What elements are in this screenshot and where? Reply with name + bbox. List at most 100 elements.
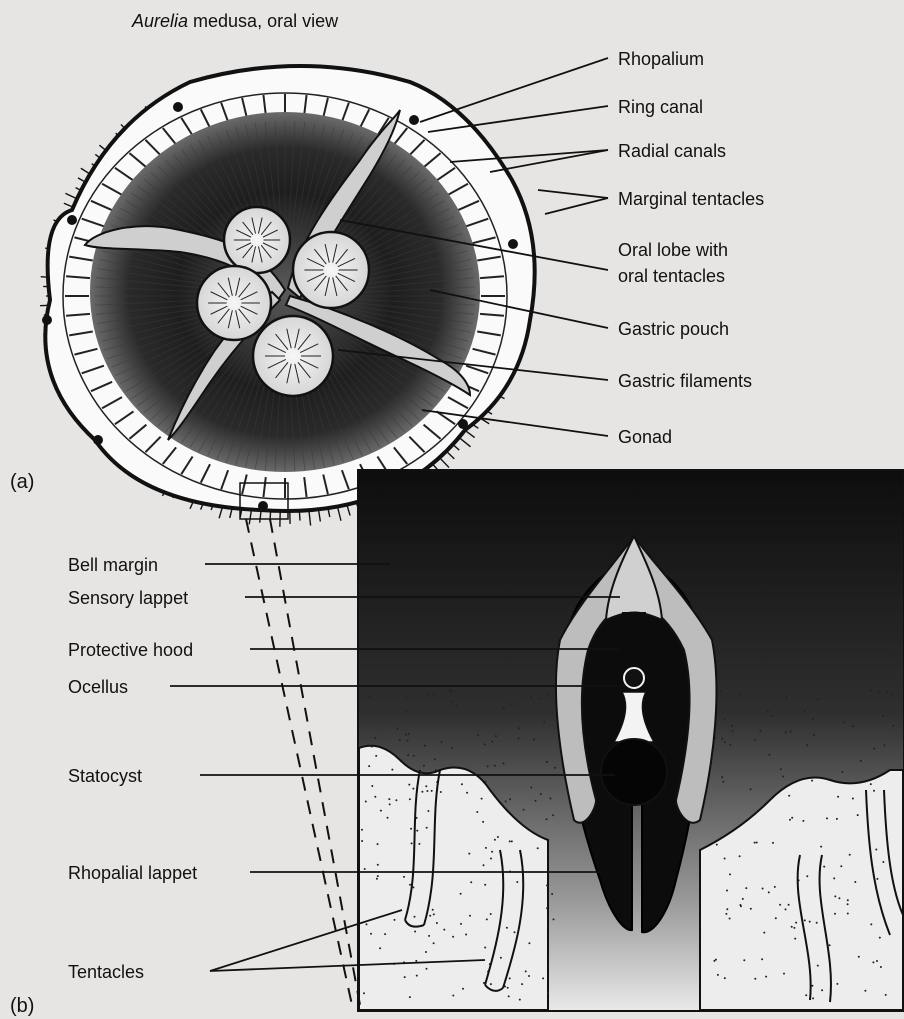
stipple-dot [754, 978, 756, 980]
stipple-dot [533, 738, 535, 740]
stipple-dot [503, 707, 505, 709]
stipple-dot [729, 873, 731, 875]
stipple-dot [754, 739, 756, 741]
stipple-dot [500, 957, 502, 959]
stipple-dot [416, 830, 418, 832]
stipple-dot [491, 851, 493, 853]
stipple-dot [761, 958, 763, 960]
stipple-dot [511, 703, 513, 705]
stipple-dot [424, 745, 426, 747]
stipple-dot [443, 929, 445, 931]
stipple-dot [847, 903, 849, 905]
stipple-dot [525, 970, 527, 972]
stipple-dot [511, 840, 513, 842]
stipple-dot [791, 926, 793, 928]
stipple-dot [528, 975, 530, 977]
stipple-dot [476, 811, 478, 813]
stipple-dot [405, 734, 407, 736]
stipple-dot [739, 694, 741, 696]
label-ocellus: Ocellus [68, 677, 128, 697]
stipple-dot [514, 931, 516, 933]
stipple-dot [494, 839, 496, 841]
stipple-dot [538, 698, 540, 700]
stipple-dot [782, 776, 784, 778]
stipple-dot [876, 960, 878, 962]
stipple-dot [364, 868, 366, 870]
stipple-dot [788, 904, 790, 906]
stipple-dot [739, 855, 741, 857]
stipple-dot [485, 847, 487, 849]
rhopalium-detail [358, 470, 904, 1011]
stipple-dot [724, 977, 726, 979]
stipple-dot [433, 913, 435, 915]
stipple-dot [521, 983, 523, 985]
stipple-dot [864, 990, 866, 992]
stipple-dot [882, 715, 884, 717]
stipple-dot [414, 916, 416, 918]
stipple-dot [833, 877, 835, 879]
stipple-dot [482, 821, 484, 823]
stipple-dot [789, 819, 791, 821]
stipple-dot [377, 875, 379, 877]
stipple-dot [879, 691, 881, 693]
stipple-dot [416, 975, 418, 977]
stipple-dot [465, 934, 467, 936]
stipple-dot [811, 985, 813, 987]
stipple-dot [376, 878, 378, 880]
stipple-dot [772, 715, 774, 717]
stipple-dot [546, 884, 548, 886]
label-statocyst: Statocyst [68, 766, 142, 786]
label-rhopalium: Rhopalium [618, 49, 704, 69]
stipple-dot [717, 974, 719, 976]
stipple-dot [451, 747, 453, 749]
stipple-dot [497, 836, 499, 838]
stipple-dot [481, 798, 483, 800]
stipple-dot [838, 897, 840, 899]
stipple-dot [724, 719, 726, 721]
stipple-dot [765, 976, 767, 978]
stipple-dot [806, 875, 808, 877]
stipple-dot [794, 938, 796, 940]
label-radial-canals: Radial canals [618, 141, 726, 161]
stipple-dot [872, 961, 874, 963]
stipple-dot [716, 844, 718, 846]
labels-a: Rhopalium Ring canal Radial canals Margi… [618, 49, 764, 447]
stipple-dot [537, 847, 539, 849]
stipple-dot [840, 865, 842, 867]
stipple-dot [732, 730, 734, 732]
rhopalium-dot [409, 115, 419, 125]
stipple-dot [397, 728, 399, 730]
stipple-dot [546, 907, 548, 909]
stipple-dot [721, 776, 723, 778]
stipple-dot [427, 810, 429, 812]
stipple-dot [441, 741, 443, 743]
stipple-dot [785, 697, 787, 699]
stipple-dot [891, 694, 893, 696]
stipple-dot [461, 783, 463, 785]
stipple-dot [724, 741, 726, 743]
stipple-dot [769, 754, 771, 756]
stipple-dot [836, 983, 838, 985]
stipple-dot [754, 842, 756, 844]
stipple-dot [415, 960, 417, 962]
stipple-dot [433, 942, 435, 944]
label-gastric-pouch: Gastric pouch [618, 319, 729, 339]
stipple-dot [836, 818, 838, 820]
stipple-dot [551, 893, 553, 895]
stipple-dot [873, 790, 875, 792]
stipple-dot [487, 765, 489, 767]
inset-connectors [246, 519, 360, 1005]
stipple-dot [371, 746, 373, 748]
stipple-dot [804, 710, 806, 712]
stipple-dot [729, 918, 731, 920]
stipple-dot [548, 695, 550, 697]
stipple-dot [779, 904, 781, 906]
rhopalium-dot [67, 215, 77, 225]
stipple-dot [428, 935, 430, 937]
stipple-dot [852, 798, 854, 800]
stipple-dot [466, 792, 468, 794]
stipple-dot [826, 817, 828, 819]
stipple-dot [726, 890, 728, 892]
rhopalium-dot [458, 419, 468, 429]
stipple-dot [783, 973, 785, 975]
